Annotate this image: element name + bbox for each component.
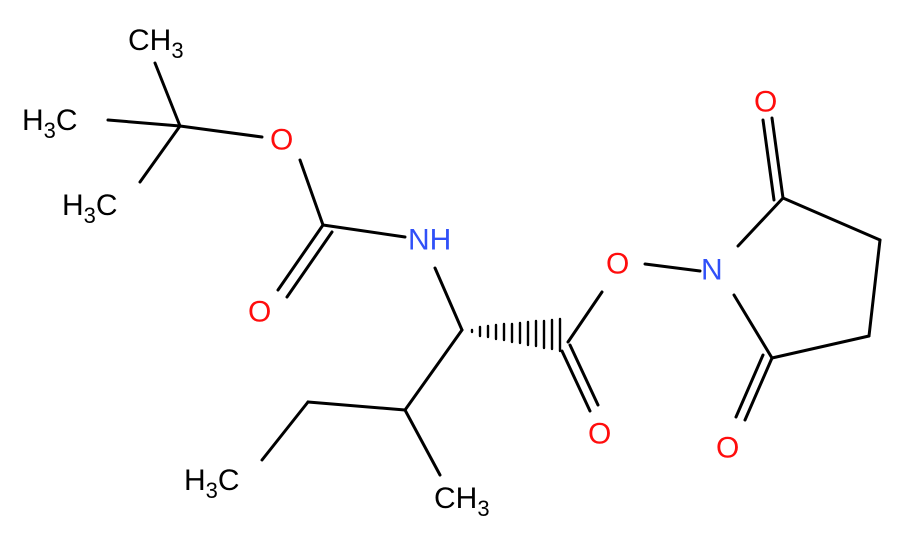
bond-cbeta-ch2 — [306, 400, 407, 412]
bond-oether-carbc — [298, 158, 325, 227]
hashed-wedge-bond — [470, 317, 562, 353]
bond-carbonyl-o-double-a — [568, 343, 600, 407]
bond-quatc-ch3left1 — [106, 118, 182, 128]
bond-oester-nring — [643, 262, 702, 273]
bond-nring-ctop — [736, 196, 785, 248]
atom-o-ether: O — [270, 124, 293, 157]
bond-ctop-o-double-a — [770, 116, 785, 200]
bond-cbot-o-double-a — [743, 356, 774, 422]
atom-o-carbonyl2: O — [588, 418, 611, 451]
atom-ch3-left2: H3C — [62, 189, 118, 228]
bond-carbc-o-double-a — [276, 223, 325, 292]
atom-o-ester: O — [606, 248, 629, 281]
bond-ch2-ch3 — [260, 400, 310, 462]
bond-carbc-o-double-b — [285, 230, 334, 299]
atom-o-ring-bottom: O — [716, 432, 739, 465]
atom-ch3-left1: H3C — [22, 104, 78, 143]
bond-carbonyl-oester — [566, 290, 604, 344]
bond-ctop-ch2a — [781, 196, 882, 242]
bond-nh-calpha — [433, 266, 464, 332]
bond-ch2b-cbot — [770, 334, 871, 360]
bond-carbonyl-o-double-b — [560, 349, 592, 413]
bond-cbeta-ch3 — [403, 408, 442, 477]
bond-cbot-nring — [732, 293, 774, 360]
bond-cbot-o-double-b — [734, 353, 765, 419]
atom-ch3-ethyl: H3C — [184, 464, 240, 503]
atom-ch3-top: CH3 — [128, 24, 184, 63]
atom-ch3-bottom: CH3 — [434, 482, 490, 521]
atom-o-ring-top: O — [754, 86, 777, 119]
atom-n-ring: N — [701, 254, 723, 287]
bond-ctop-o-double-b — [761, 118, 776, 202]
bond-ch2a-ch2b — [867, 238, 882, 338]
atom-o-carbonyl1: O — [248, 296, 271, 329]
bond-quatc-ch3top — [153, 61, 182, 128]
atom-labels: CH3 H3C H3C O NH O O N O O O CH3 H3C — [22, 24, 777, 521]
bond-quatc-oether — [178, 124, 264, 139]
bonds — [106, 61, 882, 477]
atom-nh: NH — [408, 224, 451, 257]
bond-carbc-nh — [321, 223, 407, 239]
bond-calpha-cbeta — [403, 328, 464, 412]
bond-quatc-ch3left2 — [138, 124, 182, 184]
